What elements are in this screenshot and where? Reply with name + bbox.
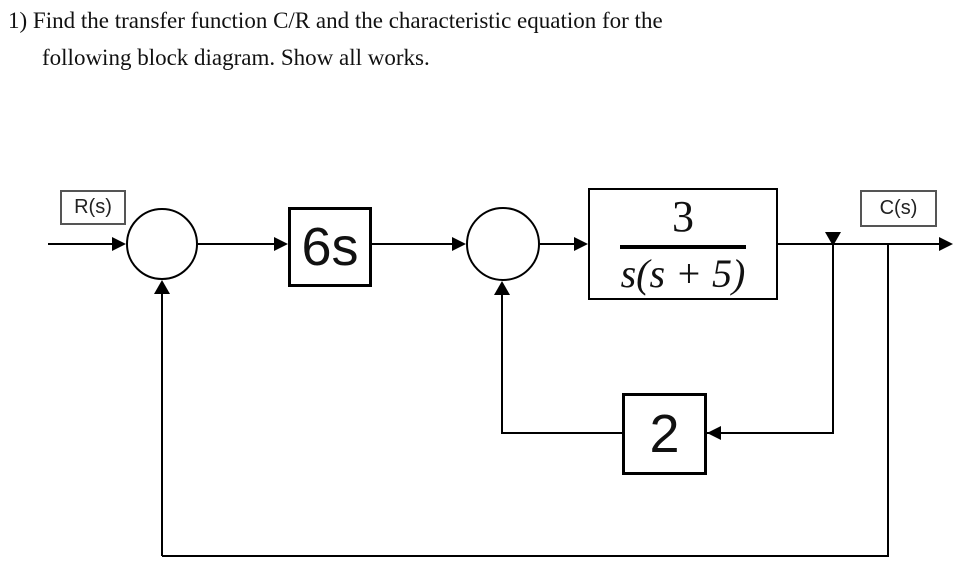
- gain-block-6s-label: 6s: [301, 217, 359, 277]
- outer-feedback-rise-wire: [161, 293, 163, 556]
- wire-6s-to-sum2: [372, 243, 452, 245]
- feedback-gain-block: 2: [622, 393, 707, 475]
- summing-junction-1: [126, 208, 198, 280]
- plant-denominator: s(s + 5): [620, 250, 746, 296]
- wire-sum1-to-6s: [198, 243, 276, 245]
- outer-feedback-drop-wire: [887, 245, 889, 556]
- outer-feedback-bottom-wire: [162, 555, 889, 557]
- problem-statement-line-1: 1) Find the transfer function C/R and th…: [8, 8, 663, 33]
- plant-transfer-function: 3 s(s + 5): [620, 191, 746, 296]
- arrowhead-into-sum1-icon: [112, 237, 126, 251]
- arrowhead-into-sum2-icon: [452, 237, 466, 251]
- inner-feedback-rise-wire: [501, 293, 503, 434]
- output-signal-label-box: C(s): [860, 190, 937, 227]
- arrowhead-into-sum1-bottom-icon: [154, 280, 170, 294]
- inner-feedback-wire-from-block2: [502, 432, 622, 434]
- arrowhead-into-plant-icon: [574, 237, 588, 251]
- plant-block: 3 s(s + 5): [588, 188, 778, 300]
- arrowhead-into-block2-icon: [707, 426, 721, 440]
- problem-statement-line-2: following block diagram. Show all works.: [42, 45, 430, 70]
- wire-sum2-to-plant: [540, 243, 574, 245]
- summing-junction-2: [466, 207, 540, 281]
- inner-feedback-drop-wire: [832, 245, 834, 433]
- input-signal-label-box: R(s): [60, 190, 126, 225]
- arrowhead-into-6s-icon: [274, 237, 288, 251]
- input-signal-label: R(s): [74, 196, 112, 218]
- fraction-bar: [620, 244, 746, 249]
- gain-block-6s: 6s: [288, 207, 372, 287]
- output-signal-label: C(s): [879, 197, 918, 219]
- arrowhead-into-sum2-bottom-icon: [494, 281, 510, 295]
- takeoff-arrowhead-icon: [825, 232, 841, 246]
- output-wire: [778, 243, 939, 245]
- input-wire: [48, 243, 114, 245]
- feedback-gain-block-label: 2: [649, 404, 680, 464]
- plant-numerator: 3: [672, 191, 694, 241]
- output-arrowhead-icon: [939, 237, 953, 251]
- inner-feedback-wire-to-block2: [707, 432, 834, 434]
